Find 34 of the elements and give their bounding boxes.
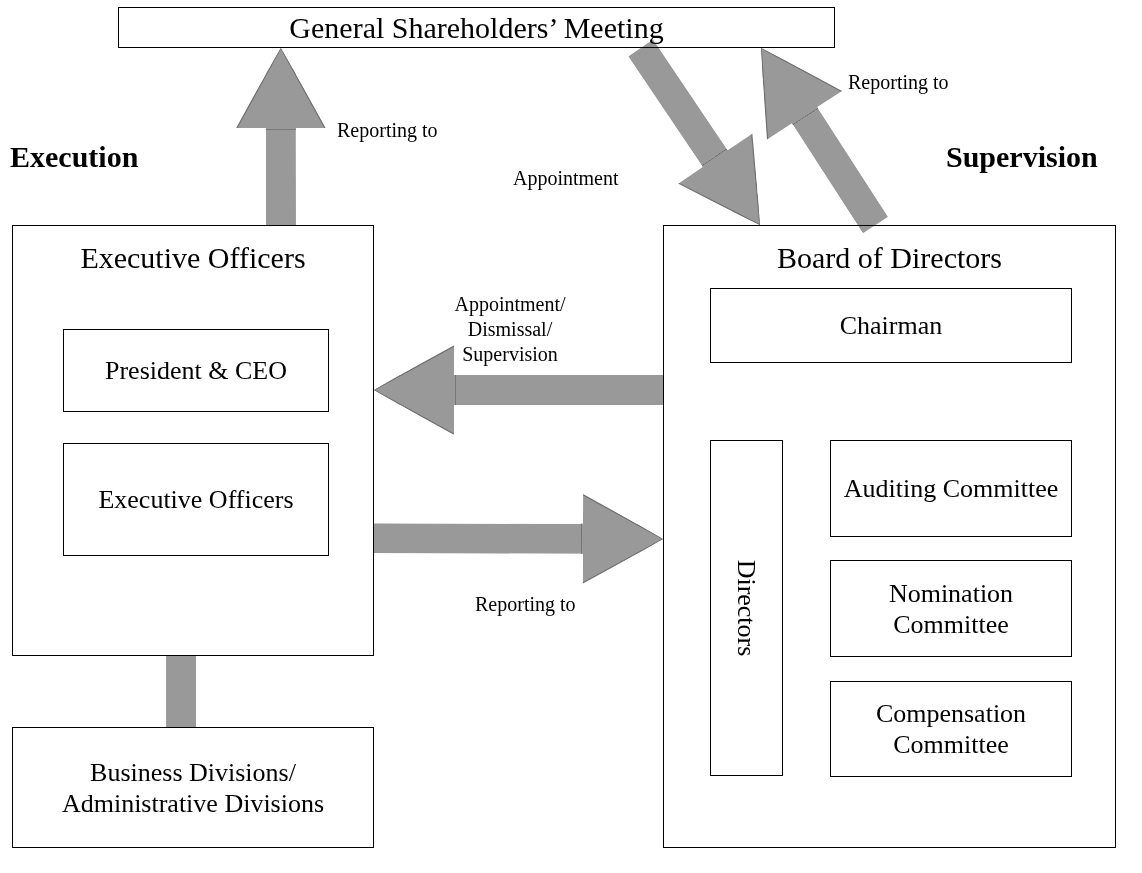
section-heading: Supervision (946, 140, 1098, 174)
org-box (12, 225, 374, 656)
org-box (830, 560, 1072, 657)
box-label: Executive Officers (97, 483, 295, 516)
block-arrow (761, 48, 889, 234)
org-box (663, 225, 1116, 848)
org-box (830, 440, 1072, 537)
box-label: Board of Directors (776, 240, 1003, 276)
box-label: Compensation Committee (874, 697, 1028, 761)
org-box (830, 681, 1072, 777)
box-label: General Shareholders’ Meeting (288, 9, 665, 46)
org-box (12, 727, 374, 848)
block-arrow (374, 344, 664, 436)
org-box (710, 440, 783, 776)
block-arrow (235, 48, 327, 226)
box-label: Chairman (838, 309, 944, 342)
block-arrow (374, 493, 663, 585)
org-box (710, 288, 1072, 363)
block-arrow (628, 39, 760, 225)
box-label: Directors (731, 559, 763, 657)
edge-label: Appointment (513, 166, 619, 191)
org-box (63, 329, 329, 412)
box-label: Nomination Committee (887, 577, 1015, 640)
org-box (118, 7, 835, 48)
edge-label: Reporting to (848, 70, 949, 95)
edge-label: Appointment/ Dismissal/ Supervision (453, 292, 567, 367)
box-label: Executive Officers (79, 240, 307, 276)
box-label: Auditing Committee (842, 472, 1060, 505)
box-label: Business Divisions/ Administrative Divisions (60, 756, 326, 819)
edge-label: Reporting to (475, 592, 576, 617)
org-box (63, 443, 329, 556)
edge-label: Reporting to (337, 118, 438, 143)
box-label: President & CEO (104, 354, 288, 387)
section-heading: Execution (10, 140, 139, 174)
